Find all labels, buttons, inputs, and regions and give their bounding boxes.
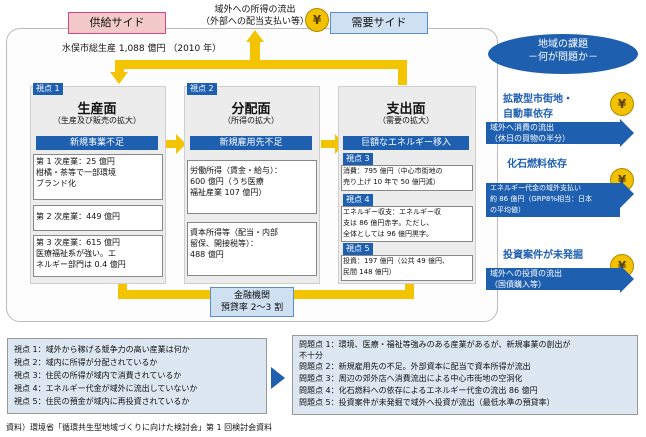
cycle-arrow-bottom-right — [405, 282, 414, 299]
problem-3: 問題点 3：周辺の郊外店へ消費流出による中心市街地の空洞化 — [299, 374, 523, 383]
viewpoints-box: 視点 1：域外から稼げる競争力の高い産業は何か 視点 2：域内に所得が分配されて… — [7, 338, 267, 414]
production-title: 生産面 — [77, 102, 117, 117]
issue-investment: 投資案件が未発掘 — [503, 250, 583, 261]
yen-coin-icon: ¥ — [610, 92, 634, 116]
viewpoint-2: 視点 2：域内に所得が分配されているか — [14, 358, 158, 367]
outflow-up-arrow — [246, 30, 264, 42]
flow-arrow-2 — [321, 140, 337, 148]
viewpoint-5-tag: 視点 5 — [343, 243, 373, 255]
cycle-arrowhead-left — [110, 72, 128, 84]
cycle-arrow-top-left — [115, 60, 124, 74]
distribution-item-1: 労働所得（賃金・給与）： 600 億円（うち医療 福祉産業 107 億円） — [187, 160, 317, 214]
production-item-2: 第 2 次産業：449 億円 — [33, 205, 163, 231]
issue-sprawl: 拡散型市街地・ 自動車依存 — [503, 94, 573, 120]
consumption-outflow-arrow: 域外へ消費の流出 （休日の買物の半分） — [486, 119, 634, 147]
problem-5: 問題点 5：投資案件が未発掘で域外へ投資が流出（最低水準の預貸率） — [299, 398, 555, 407]
problem-1: 問題点 1：環境、医療・福祉等強みのある産業があるが、新規事業の創出が 不十分 — [299, 340, 571, 360]
cycle-arrow-top — [115, 60, 405, 69]
cycle-arrow-bottom-left — [118, 282, 127, 299]
production-item-3: 第 3 次産業：615 億円 医療福祉系が強い。エ ネルギー部門は 0.4 億円 — [33, 235, 163, 277]
production-subtitle: （生産及び販売の拡大） — [53, 116, 141, 125]
investment-outflow-arrow: 域外への投資の流出 （国債購入等） — [486, 265, 634, 293]
financial-institution-box: 金融機関 預貸率 2～3 割 — [210, 287, 294, 317]
viewpoint-1-tag: 視点 1 — [33, 83, 63, 95]
cycle-arrow-top-right — [398, 60, 407, 85]
production-item-1: 第 1 次産業：25 億円 柑橘・茶等で一部環境 ブランド化 — [33, 154, 163, 200]
viewpoint-3: 視点 3：住民の所得が域内で消費されているか — [14, 371, 182, 380]
production-band: 新規事業不足 — [36, 136, 158, 150]
expenditure-title: 支出面 — [386, 102, 426, 117]
expenditure-band: 巨額なエネルギー移入 — [343, 136, 469, 150]
yen-coin-icon: ¥ — [305, 8, 329, 32]
distribution-subtitle: （所得の拡大） — [223, 116, 279, 125]
expenditure-subtitle: （需要の拡大） — [378, 116, 434, 125]
viewpoints-to-problems-arrow — [271, 367, 285, 389]
problem-4: 問題点 4：化石燃料への依存によるエネルギー代金の流出 86 億円 — [299, 386, 538, 395]
gdp-label: 水俣市総生産 1,088 億円 （2010 年） — [62, 44, 222, 54]
investment-box: 投資：197 億円（公共 49 億円、 民間 148 億円） — [341, 255, 473, 281]
flow-arrowhead-1 — [176, 134, 186, 154]
energy-payment-arrow: エネルギー代金の域外支払い 約 86 億円（GRP8%相当：日本 の平均値） — [486, 180, 634, 217]
energy-balance-box: エネルギー収支：エネルギー収 支は 86 億円赤字。ただし、 全体としては 96… — [341, 206, 473, 242]
viewpoint-5: 視点 5：住民の預金が域内に再投資されているか — [14, 397, 190, 406]
problems-box: 問題点 1：環境、医療・福祉等強みのある産業があるが、新規事業の創出が 不十分 … — [292, 335, 638, 415]
flow-arrow-1 — [162, 140, 178, 148]
issue-fossil-fuel: 化石燃料依存 — [507, 159, 567, 170]
outflow-up-arrow-shaft — [250, 41, 260, 63]
issues-oval: 地域の課題 －何が問題か－ — [488, 34, 638, 74]
viewpoint-3-tag: 視点 3 — [343, 153, 373, 165]
supply-side-label: 供給サイド — [68, 12, 166, 34]
distribution-item-2: 資本所得等（配当・内部 留保、開接税等）： 488 億円 — [187, 222, 317, 276]
demand-side-label: 需要サイド — [330, 12, 428, 34]
viewpoint-1: 視点 1：域外から稼げる競争力の高い産業は何か — [14, 345, 190, 354]
viewpoint-4-tag: 視点 4 — [343, 194, 373, 206]
viewpoint-2-tag: 視点 2 — [187, 83, 217, 95]
outflow-top-text: 域外への所得の流出 （外部への配当支払い等） — [200, 5, 309, 27]
viewpoint-4: 視点 4：エネルギー代金が域外に流出していないか — [14, 384, 198, 393]
source-note: 資料）環境省「循環共生型地域づくりに向けた検討会」第 1 回検討会資料 — [6, 423, 273, 432]
consumption-box: 消費：795 億円（中心市街地の 売り上げ 10 年で 50 億円減） — [341, 165, 473, 191]
distribution-title: 分配面 — [231, 102, 271, 117]
problem-2: 問題点 2：新規雇用先の不足。外部資本に配当で資本所得が流出 — [299, 362, 531, 371]
distribution-band: 新規雇用先不足 — [190, 136, 312, 150]
